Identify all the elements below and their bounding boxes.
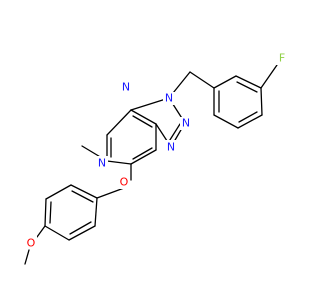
atom-n4: N <box>120 80 131 94</box>
bond-ar1-4 <box>237 114 263 129</box>
bond-ar1-4-double <box>238 111 258 123</box>
bond-o-aryl <box>96 187 125 199</box>
nitrogen-label: N <box>122 81 130 94</box>
bond-ar1-3 <box>260 87 263 116</box>
molecule-structure: N N N N N O O F <box>24 52 287 265</box>
bond-ar2-c6 <box>68 225 96 241</box>
bond-ar2-c4 <box>44 198 47 227</box>
bond-ar2-c6-double <box>69 221 92 235</box>
atom-o-methoxy: O <box>25 236 37 250</box>
bond-n2-n1-double <box>167 123 181 144</box>
bond-ch2-ar1 <box>189 71 215 89</box>
bond-n4-c3a <box>106 109 132 136</box>
atom-n3: N <box>163 92 175 105</box>
bond-c3a-c7a <box>130 109 157 125</box>
bond-ar1-f <box>260 64 278 89</box>
bond-ar2-c5 <box>44 225 70 241</box>
bond-c7-n6 <box>130 149 157 165</box>
bond-o-methyl <box>24 249 30 265</box>
nitrogen-label: N <box>98 157 106 170</box>
bond-ar1-1 <box>213 75 237 89</box>
atom-n6: N <box>97 156 108 170</box>
bond-c3a-c7a-double <box>132 115 153 128</box>
bond-c7-n6-double <box>132 147 153 160</box>
fluorine-label: F <box>279 52 285 65</box>
nitrogen-label: N <box>165 92 173 105</box>
atom-n1: N <box>165 140 177 154</box>
atom-n2: N <box>180 117 192 130</box>
bonds <box>24 64 278 265</box>
bond-ar1-2-double <box>236 81 258 93</box>
bond-ar2-c3 <box>45 184 72 200</box>
bond-ar1-5 <box>213 114 239 129</box>
bond-ar2-c2 <box>70 184 98 199</box>
atom-f: F <box>276 52 287 65</box>
bond-ar2-o-methoxy <box>36 225 46 238</box>
oxygen-label: O <box>27 237 36 250</box>
bond-n6-c5 <box>106 160 132 165</box>
bond-c3a-n3 <box>130 97 170 111</box>
atom-labels: N N N N N O O F <box>25 52 287 250</box>
bond-ar2-c1 <box>94 197 98 227</box>
oxygen-label: O <box>120 176 129 189</box>
bond-ar1-2 <box>235 75 262 89</box>
bond-ar2-c4-double <box>49 201 52 224</box>
bond-ar2-c2-double <box>71 190 94 203</box>
nitrogen-label: N <box>182 117 190 130</box>
nitrogen-label: N <box>167 141 175 154</box>
atom-o-ether: O <box>118 176 130 189</box>
